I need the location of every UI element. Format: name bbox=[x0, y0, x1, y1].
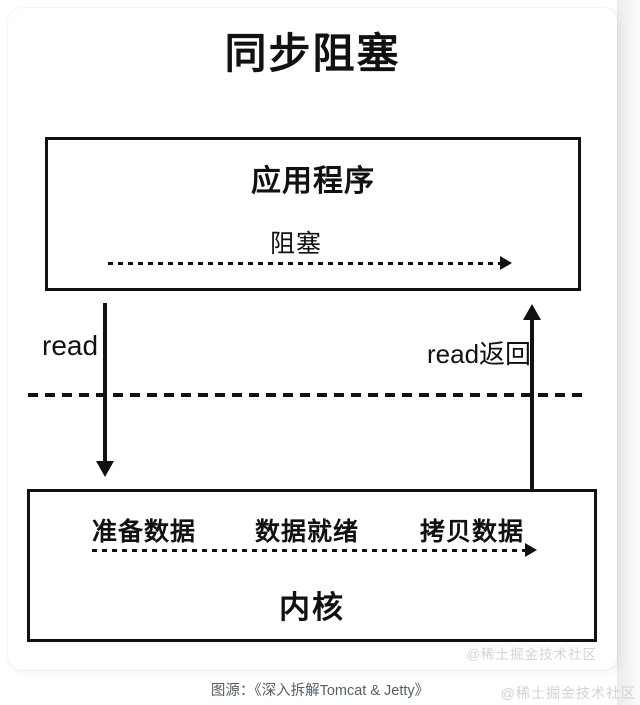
arrow-line bbox=[103, 303, 107, 461]
dashed-line bbox=[108, 261, 500, 265]
blocking-dashed-arrow bbox=[108, 256, 512, 270]
kernel-step-copy-data: 拷贝数据 bbox=[420, 518, 525, 546]
blocking-label: 阻塞 bbox=[270, 230, 323, 258]
read-call-arrow bbox=[96, 303, 114, 477]
application-box: 应用程序 阻塞 bbox=[45, 137, 581, 291]
arrowhead-right-icon bbox=[500, 256, 512, 270]
read-call-label: read bbox=[42, 330, 99, 361]
watermark-bottom: @稀土掘金技术社区 bbox=[500, 685, 636, 701]
arrowhead-up-icon bbox=[523, 304, 541, 320]
kernel-box-label: 内核 bbox=[279, 590, 345, 625]
application-box-label: 应用程序 bbox=[251, 165, 375, 198]
kernel-step-prepare-data: 准备数据 bbox=[92, 518, 197, 546]
kernel-box: 准备数据 数据就绪 拷贝数据 内核 bbox=[27, 489, 597, 642]
arrowhead-right-icon bbox=[525, 543, 537, 557]
dashed-line bbox=[92, 548, 525, 552]
kernel-step-data-ready: 数据就绪 bbox=[255, 518, 360, 546]
arrowhead-down-icon bbox=[96, 461, 114, 477]
image-source-caption: 图源：《深入拆解Tomcat & Jetty》 bbox=[210, 683, 430, 699]
read-return-arrow bbox=[523, 304, 541, 489]
read-return-label: read返回 bbox=[427, 339, 532, 369]
diagram-card: 同步阻塞 应用程序 阻塞 read read返回 准备数据 数据就绪 拷贝数据 … bbox=[8, 8, 617, 670]
watermark-inner: @稀土掘金技术社区 bbox=[466, 647, 597, 662]
user-kernel-separator-line bbox=[28, 393, 583, 397]
page-edge-strip bbox=[617, 0, 640, 705]
kernel-dashed-arrow bbox=[92, 543, 537, 557]
diagram-title: 同步阻塞 bbox=[224, 30, 401, 77]
arrow-line bbox=[530, 318, 534, 489]
